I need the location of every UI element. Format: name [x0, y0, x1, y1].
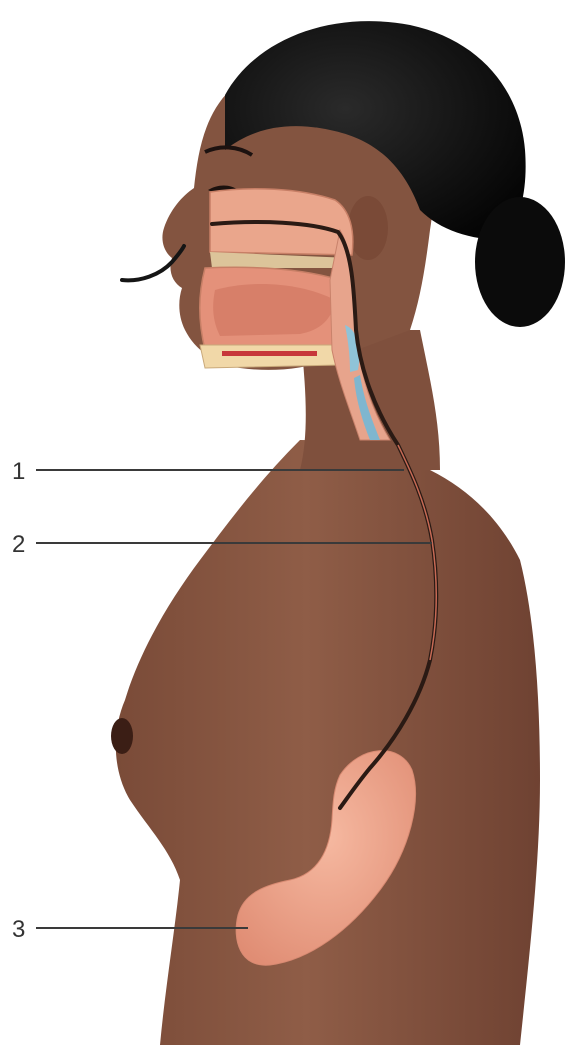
callout-3-label: 3 [12, 916, 25, 943]
jaw-vessel [222, 351, 317, 356]
hair-bun [475, 197, 565, 327]
ear [348, 196, 388, 260]
nipple [111, 718, 133, 754]
torso [116, 440, 540, 1045]
callout-1-label: 1 [12, 458, 25, 485]
callout-2-label: 2 [12, 531, 25, 558]
jaw-floor-section [200, 345, 340, 368]
